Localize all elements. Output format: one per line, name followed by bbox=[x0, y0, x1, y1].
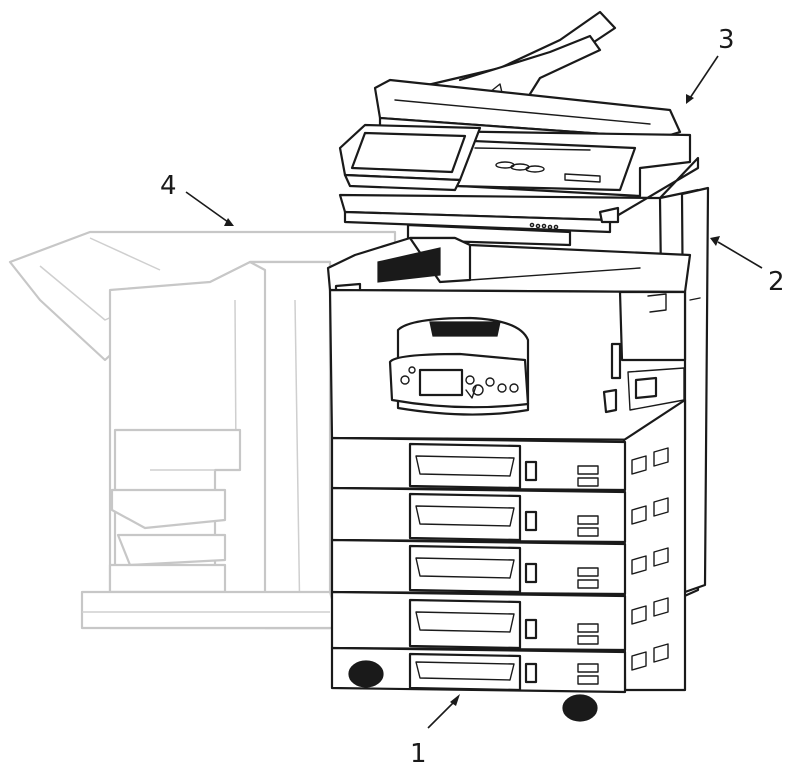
finisher-unit bbox=[8, 230, 397, 630]
callout-2: 2 bbox=[710, 236, 785, 297]
callout-4: 4 bbox=[160, 171, 234, 226]
callout-3-label: 3 bbox=[718, 25, 735, 55]
callout-1-label: 1 bbox=[410, 739, 427, 767]
paper-drawers bbox=[330, 436, 627, 694]
callout-4-label: 4 bbox=[160, 171, 177, 201]
callout-1: 1 bbox=[410, 694, 460, 767]
side-latches bbox=[631, 447, 669, 671]
callout-3: 3 bbox=[686, 25, 735, 104]
printer-body bbox=[326, 236, 692, 722]
scanner-unit bbox=[338, 10, 700, 247]
casters bbox=[348, 660, 598, 722]
callout-2-label: 2 bbox=[768, 267, 785, 297]
